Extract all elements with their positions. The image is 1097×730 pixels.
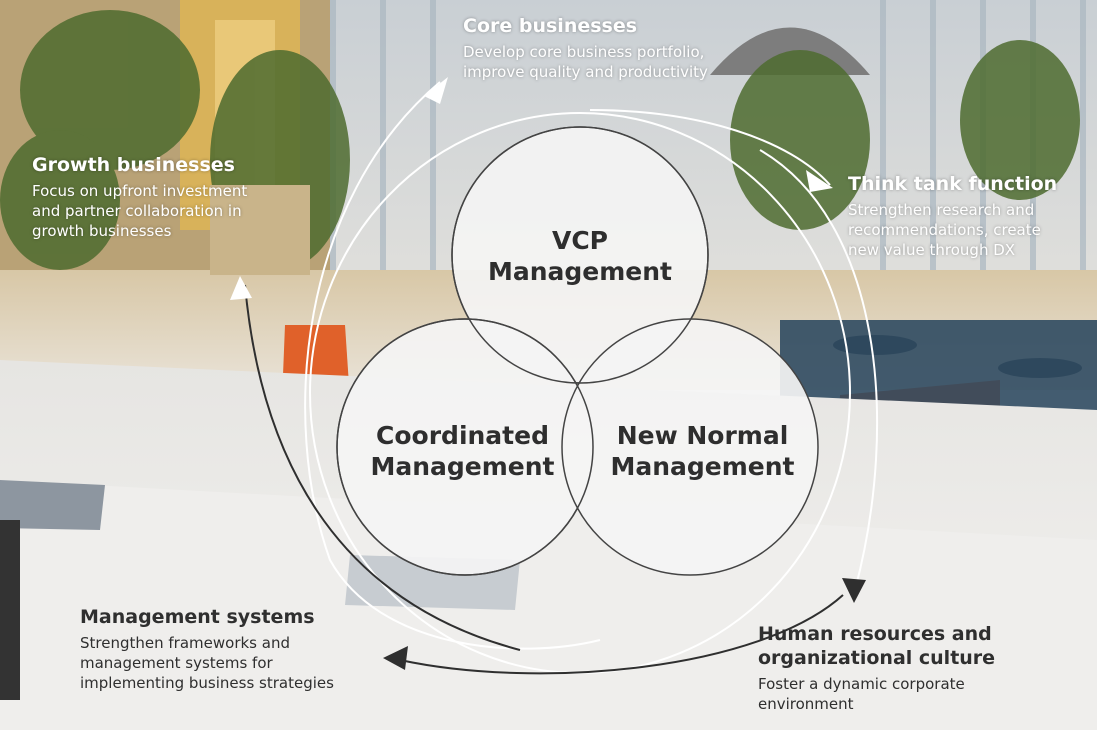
coordinated-label-line2: Management	[370, 452, 555, 481]
management-systems-title: Management systems	[80, 606, 315, 628]
growth-businesses-desc-line2: and partner collaboration in	[32, 202, 242, 220]
coordinated-label-line1: Coordinated	[376, 421, 549, 450]
think-tank-desc-line2: recommendations, create	[848, 221, 1041, 239]
think-tank-desc-line3: new value through DX	[848, 241, 1016, 259]
human-resources-desc-line1: Foster a dynamic corporate	[758, 675, 965, 693]
arrow-to-growth-icon	[230, 276, 252, 300]
growth-businesses-node: Growth businesses Focus on upfront inves…	[32, 153, 322, 241]
vcp-label-line1: VCP	[551, 226, 609, 255]
management-systems-node: Management systems Strengthen frameworks…	[80, 605, 400, 693]
arrow-to-management-systems-icon	[383, 646, 408, 670]
arrow-to-human-resources-icon	[842, 578, 866, 603]
growth-businesses-desc-line3: growth businesses	[32, 222, 172, 240]
core-businesses-node: Core businesses Develop core business po…	[463, 14, 793, 82]
human-resources-desc-line2: environment	[758, 695, 854, 713]
human-resources-title-line2: organizational culture	[758, 647, 996, 669]
vcp-label-line2: Management	[487, 257, 673, 286]
core-businesses-title: Core businesses	[463, 15, 638, 37]
think-tank-node: Think tank function Strengthen research …	[848, 172, 1093, 260]
human-resources-node: Human resources and organizational cultu…	[758, 622, 1088, 714]
growth-businesses-title: Growth businesses	[32, 154, 235, 176]
growth-businesses-desc-line1: Focus on upfront investment	[32, 182, 248, 200]
new-normal-circle	[561, 318, 819, 576]
core-businesses-desc-line1: Develop core business portfolio,	[463, 43, 705, 61]
core-businesses-desc-line2: improve quality and productivity	[463, 63, 708, 81]
new-normal-management-label: New Normal Management	[595, 420, 810, 482]
human-resources-title-line1: Human resources and	[758, 623, 992, 645]
management-systems-desc-line1: Strengthen frameworks and	[80, 634, 290, 652]
new-normal-label-line2: Management	[610, 452, 795, 481]
management-systems-desc-line2: management systems for	[80, 654, 273, 672]
vcp-management-label: VCP Management	[480, 225, 680, 287]
coordinated-management-label: Coordinated Management	[355, 420, 570, 482]
arrow-to-core-icon	[424, 77, 448, 104]
cycle-arcs	[244, 81, 879, 675]
think-tank-desc-line1: Strengthen research and	[848, 201, 1035, 219]
new-normal-label-line1: New Normal	[616, 421, 789, 450]
management-systems-desc-line3: implementing business strategies	[80, 674, 334, 692]
think-tank-title: Think tank function	[848, 173, 1058, 195]
arrow-to-think-tank-icon	[806, 170, 833, 192]
